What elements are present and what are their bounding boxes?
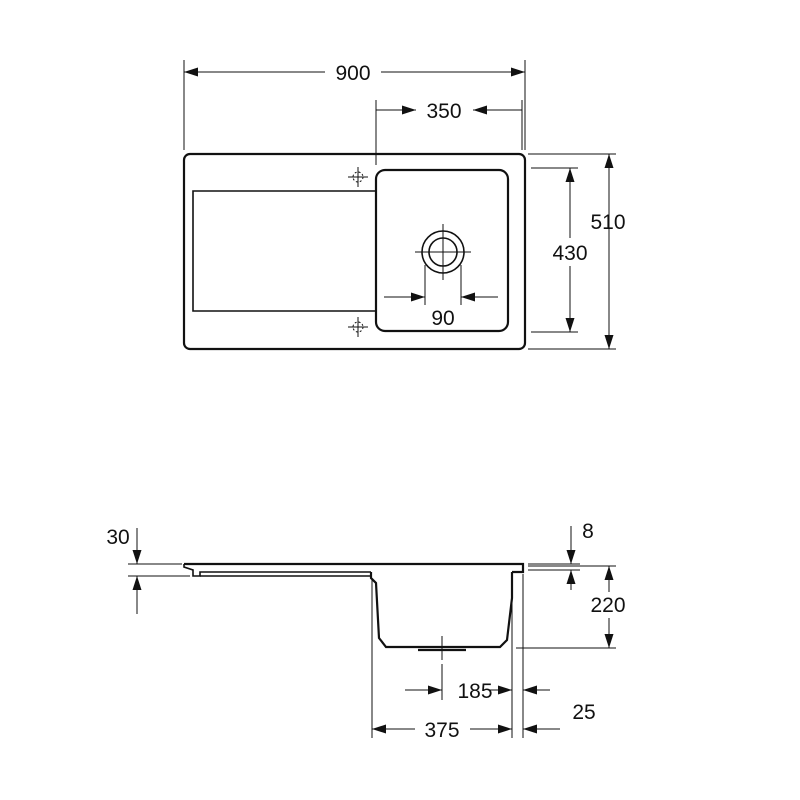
label-width-total: 900: [335, 62, 370, 85]
dimension-bowl-width: 350: [375, 100, 523, 165]
label-bowl-depth: 430: [552, 242, 587, 265]
dimension-width-total: 900: [183, 60, 526, 150]
label-waste-offset: 185: [457, 680, 492, 703]
sink-outline: [182, 152, 527, 351]
side-view: 30 8 220 185: [106, 520, 625, 742]
dimension-bowl-height: 220: [516, 565, 626, 649]
tap-hole-icon: [348, 317, 368, 337]
label-edge-height: 8: [582, 520, 594, 543]
label-bowl-height: 220: [590, 594, 625, 617]
dimension-waste-offset: 185: [405, 664, 493, 703]
tap-hole-icon: [348, 167, 368, 187]
label-side-offset: 25: [572, 701, 595, 724]
label-bowl-width: 350: [426, 100, 461, 123]
sink-profile: [184, 562, 525, 574]
label-waste-diameter: 90: [431, 307, 454, 330]
dimension-rim-thickness: 30: [106, 526, 190, 614]
dimension-edge-height: 8: [528, 520, 594, 590]
dimension-waste-diameter: 90: [384, 265, 498, 330]
label-rim-thickness: 30: [106, 526, 129, 549]
dimension-side-offset: 25: [490, 574, 596, 738]
dimension-bowl-length-side: 375: [371, 580, 512, 742]
drainer-outline: [192, 190, 376, 312]
dimension-depth-total: 510: [528, 153, 626, 350]
label-bowl-length-side: 375: [424, 719, 459, 742]
bowl-profile: [369, 572, 514, 649]
dimension-bowl-depth: 430: [531, 167, 588, 333]
top-view: 900 350 510 430: [182, 60, 626, 351]
bowl-outline: [374, 168, 510, 333]
label-depth-total: 510: [590, 211, 625, 234]
waste-outlet-icon: [415, 224, 471, 280]
